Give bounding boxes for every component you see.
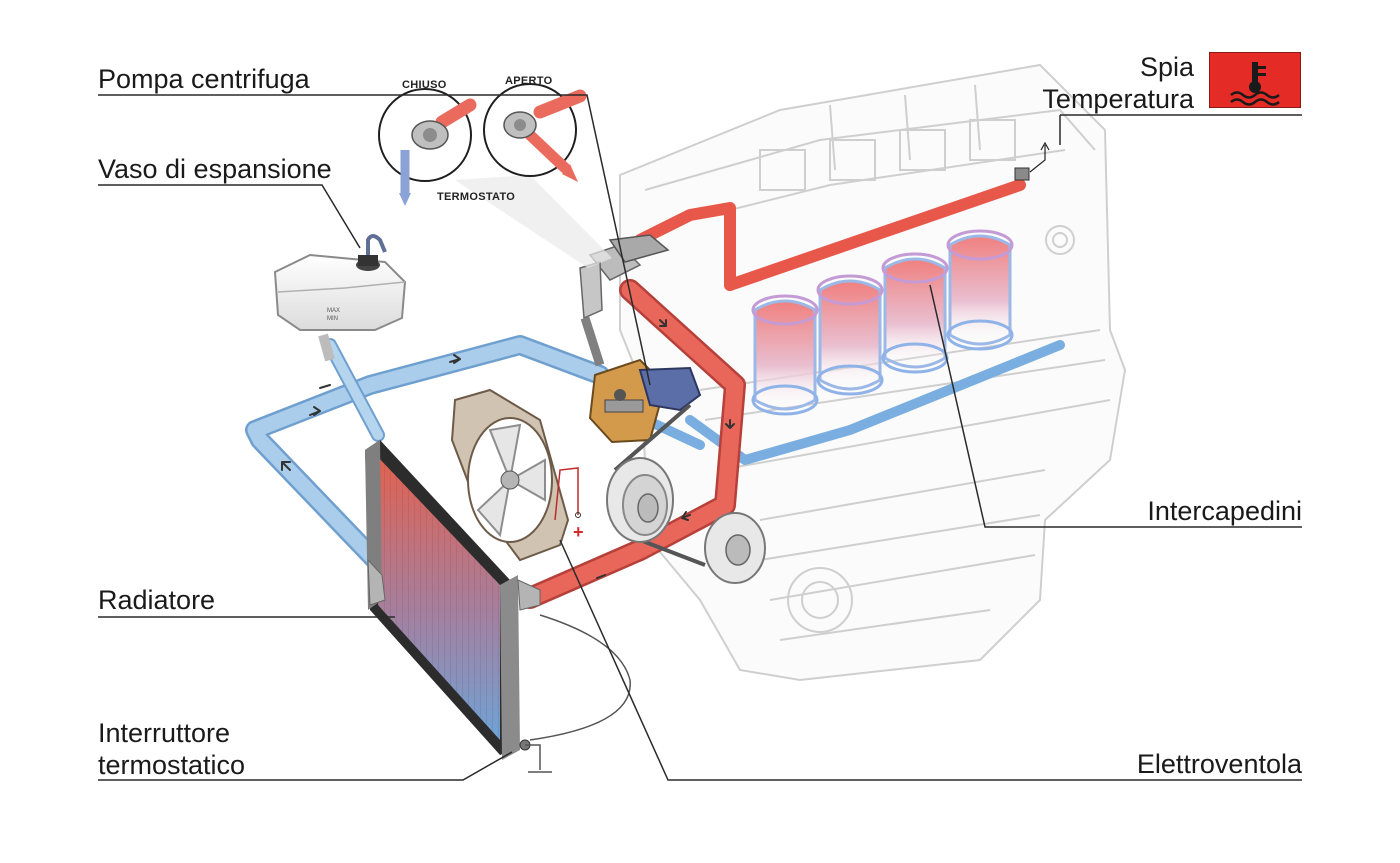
expansion-tank	[275, 236, 405, 360]
thermostat-detail-open	[484, 84, 580, 182]
label-elettroventola: Elettroventola	[1137, 749, 1302, 779]
warning-light-symbol	[1209, 52, 1301, 108]
tank-min-mark: MIN	[327, 316, 338, 322]
label-vaso-di-espansione: Vaso di espansione	[98, 154, 332, 184]
label-spia: Spia	[1140, 52, 1194, 82]
ground-symbol	[525, 615, 630, 772]
leader-vaso	[98, 185, 360, 248]
thermostat-open-label: APERTO	[505, 75, 552, 87]
thermostat-closed-label: CHIUSO	[402, 79, 447, 91]
label-pompa-centrifuga: Pompa centrifuga	[98, 64, 310, 94]
label-radiatore: Radiatore	[98, 585, 215, 615]
thermostat-detail-closed	[379, 89, 471, 206]
label-intercapedini: Intercapedini	[1147, 496, 1302, 526]
tank-max-mark: MAX	[327, 308, 340, 314]
electric-fan	[452, 390, 581, 560]
label-termostatico: termostatico	[98, 750, 245, 780]
thermostat-caption: TERMOSTATO	[437, 191, 515, 203]
detail-cone	[455, 175, 612, 268]
label-interruttore: Interruttore	[98, 718, 230, 748]
fan-positive-terminal: +	[573, 522, 584, 543]
label-temperatura: Temperatura	[1042, 84, 1194, 114]
